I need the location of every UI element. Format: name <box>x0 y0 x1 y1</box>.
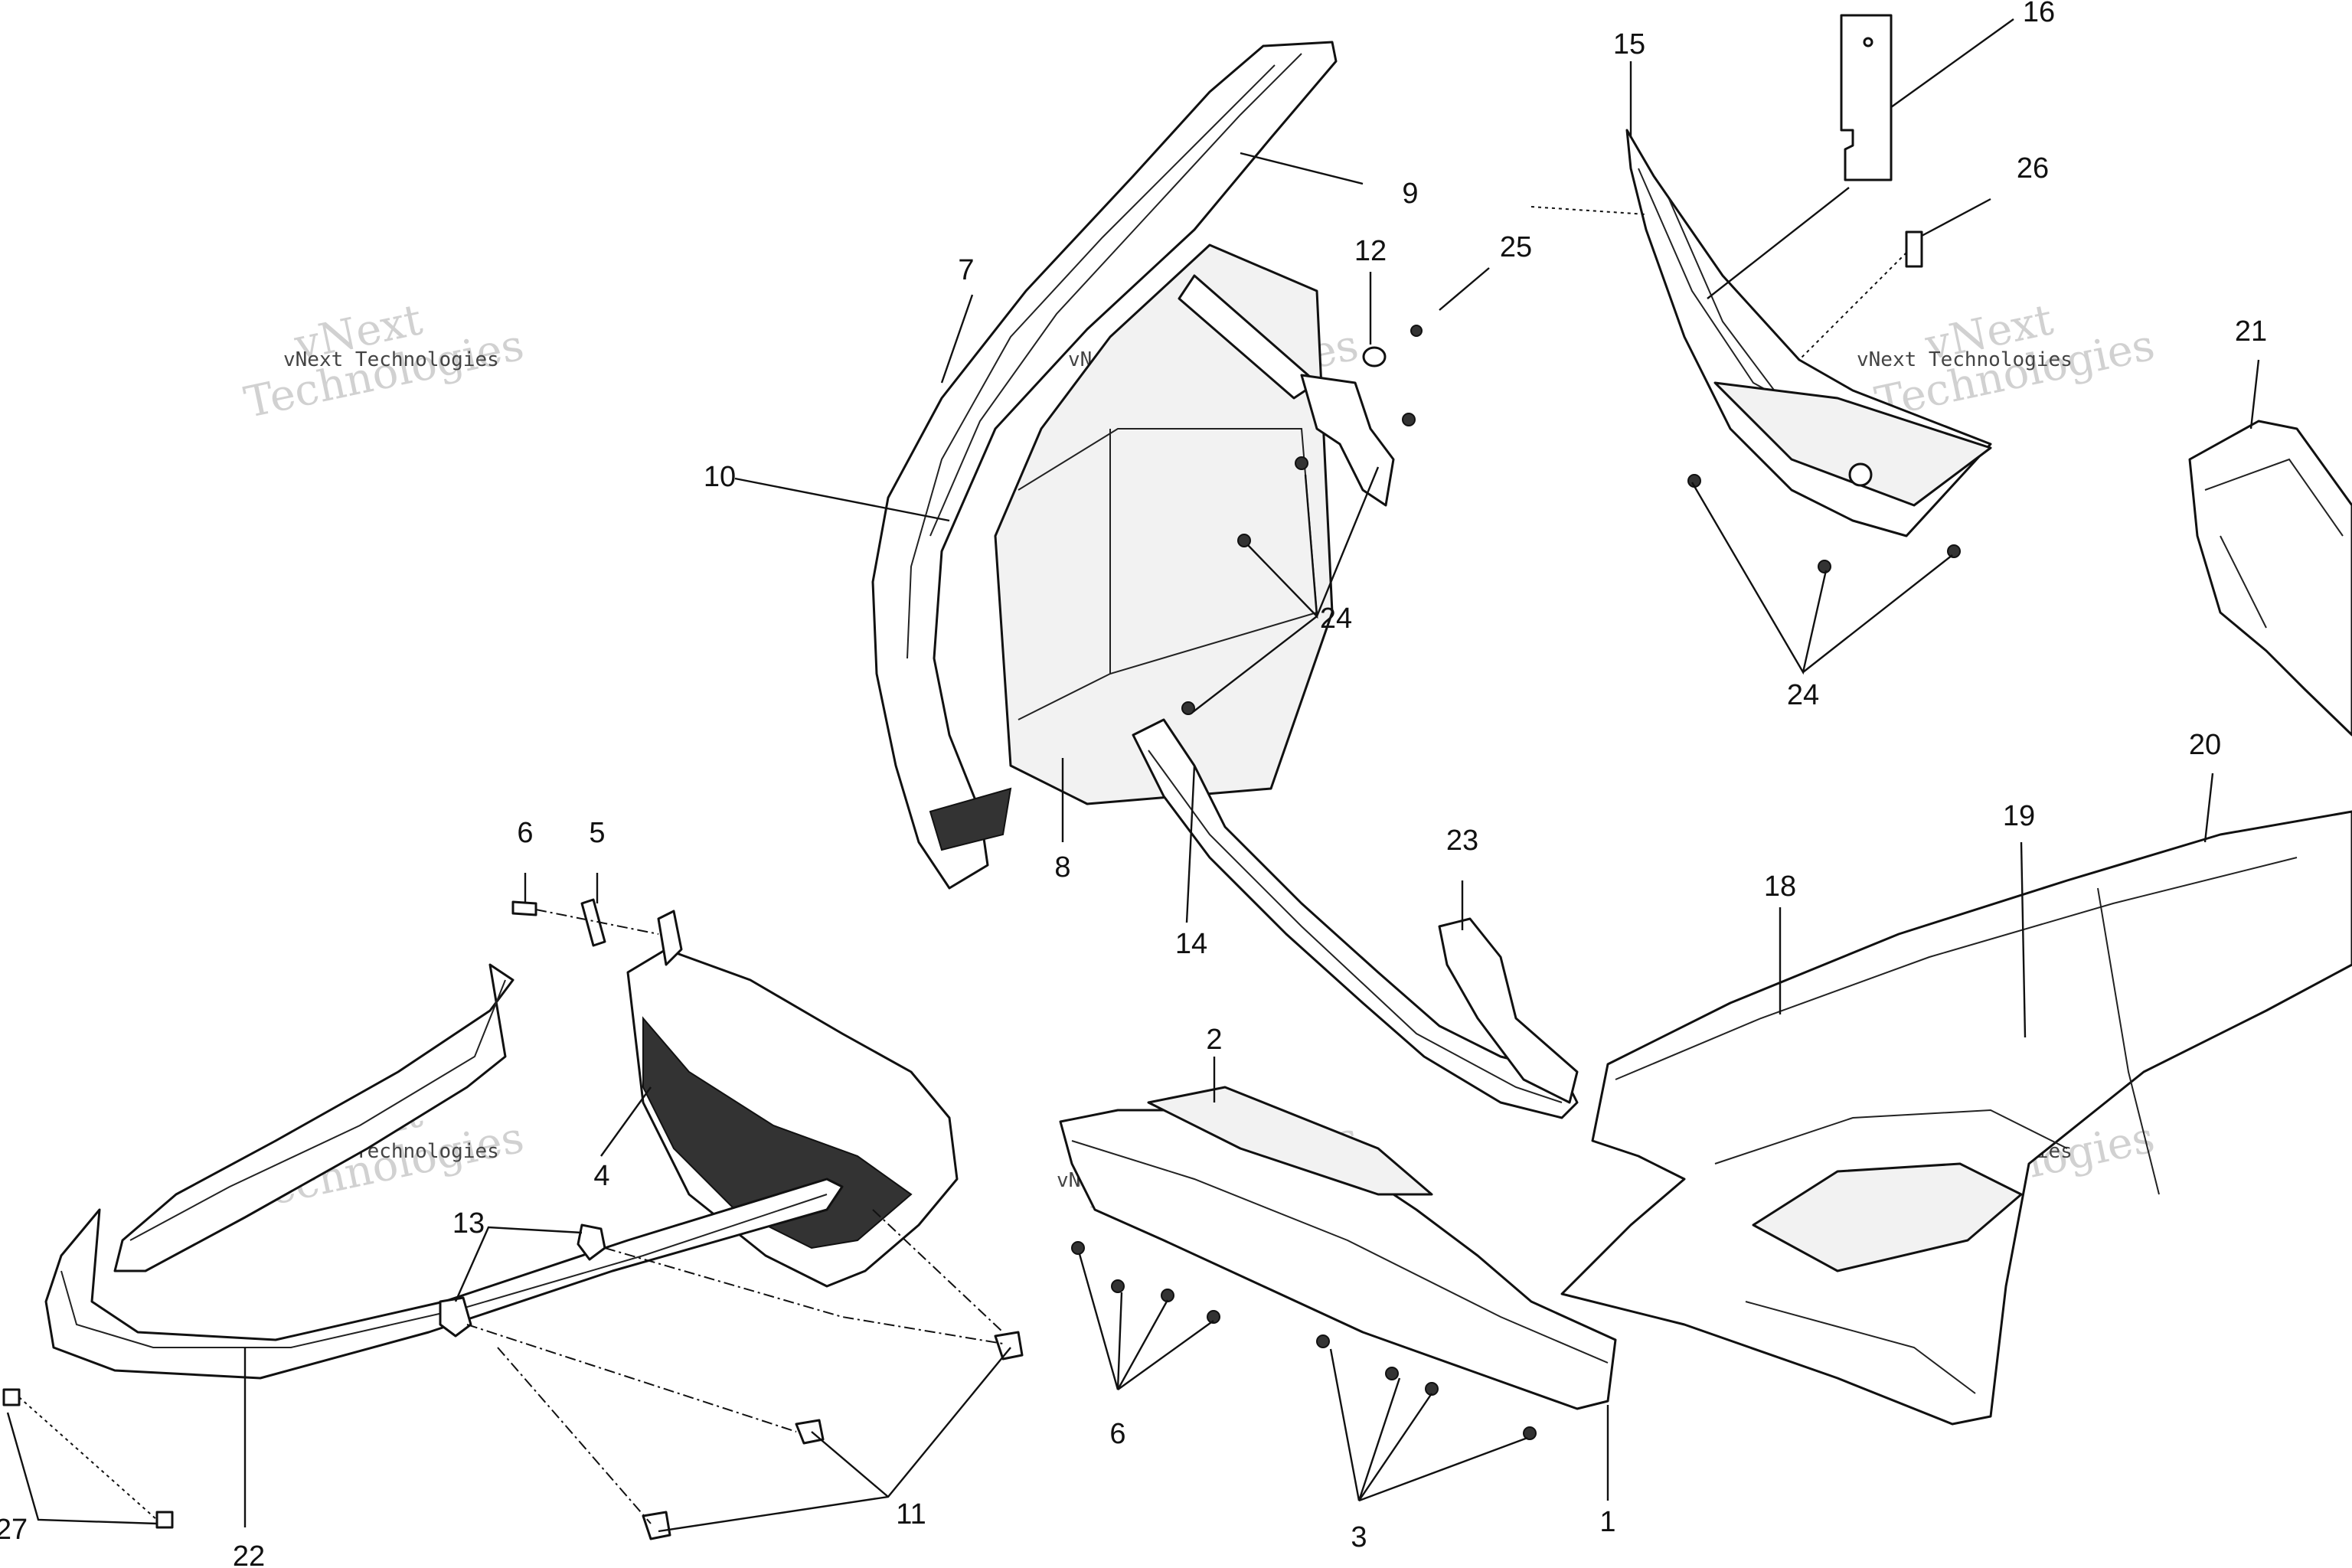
callout-6: 6 <box>517 817 533 849</box>
grille-mesh <box>642 1016 913 1250</box>
part-hood-assembly <box>871 41 1395 890</box>
callout-12: 12 <box>1354 235 1387 267</box>
callout-6: 6 <box>1109 1418 1125 1450</box>
callout-18: 18 <box>1764 871 1796 903</box>
watermark-small: vNext Technologies <box>1857 348 2073 371</box>
callout-5: 5 <box>589 817 605 849</box>
nut-27a <box>2 1388 21 1406</box>
part-side-panel-15 <box>1625 129 1992 537</box>
decal-16 <box>1840 14 1893 181</box>
bracket-23 <box>1438 917 1579 1104</box>
callout-19: 19 <box>2003 800 2035 832</box>
hood-shell <box>871 41 1338 890</box>
fender-panel <box>1560 810 2352 1426</box>
callout-25: 25 <box>1500 231 1532 263</box>
inner-panel-8 <box>994 243 1334 805</box>
callout-8: 8 <box>1054 851 1070 884</box>
nut-13b <box>439 1296 472 1338</box>
callout-13: 13 <box>452 1207 485 1240</box>
callout-21: 21 <box>2235 315 2267 348</box>
callout-7: 7 <box>958 254 974 286</box>
part-support-bar-14 <box>1132 718 1579 1119</box>
callout-3: 3 <box>1351 1521 1367 1553</box>
callout-24: 24 <box>1320 603 1352 635</box>
part-fender-19 <box>1560 810 2352 1426</box>
part-right-panel-21 <box>2188 420 2352 737</box>
part-side-skirt-1 <box>1059 1086 1617 1410</box>
callout-24: 24 <box>1787 679 1819 711</box>
watermark-small: vNext Technologies <box>283 348 499 371</box>
pin-6 <box>511 900 537 916</box>
nut-13a <box>577 1223 606 1261</box>
callout-2: 2 <box>1206 1024 1222 1056</box>
part-bumper-22 <box>44 963 844 1380</box>
callout-11: 11 <box>896 1498 926 1530</box>
callout-15: 15 <box>1613 28 1645 60</box>
hood-bracket <box>1178 274 1318 400</box>
callout-22: 22 <box>233 1540 265 1568</box>
callout-16: 16 <box>2023 0 2055 28</box>
right-panel <box>2188 420 2352 737</box>
mount-bracket <box>1300 374 1395 507</box>
side-panel-plate <box>1713 381 1992 507</box>
callout-labels: 1 2 3 4 5 6 6 7 8 9 10 11 12 13 14 15 16… <box>0 0 2267 1568</box>
part-front-grille-4 <box>626 910 959 1288</box>
nut-27b <box>155 1511 174 1529</box>
bolt-11b <box>795 1419 825 1445</box>
hood-vent <box>929 787 1012 851</box>
fender-vent <box>1752 1162 2023 1272</box>
skirt-panel-2 <box>1147 1086 1433 1196</box>
fasteners <box>2 206 1961 1540</box>
screw-25 <box>1410 325 1423 337</box>
callout-14: 14 <box>1175 928 1207 960</box>
bolt-11c <box>642 1511 671 1540</box>
washer-12 <box>1362 346 1387 368</box>
part-decal-16 <box>1840 14 1893 181</box>
callout-20: 20 <box>2189 729 2221 761</box>
clip-5 <box>580 898 606 947</box>
callout-27: 27 <box>0 1514 28 1546</box>
leader-lines <box>6 18 2260 1533</box>
callout-4: 4 <box>593 1160 609 1192</box>
bolt-11a <box>994 1331 1024 1361</box>
callout-1: 1 <box>1599 1506 1615 1538</box>
callout-9: 9 <box>1402 178 1418 210</box>
callout-26: 26 <box>2017 152 2049 185</box>
callout-10: 10 <box>704 461 736 493</box>
callout-23: 23 <box>1446 825 1478 857</box>
bumper-lower <box>44 1178 844 1380</box>
decal-26 <box>1905 230 1923 268</box>
